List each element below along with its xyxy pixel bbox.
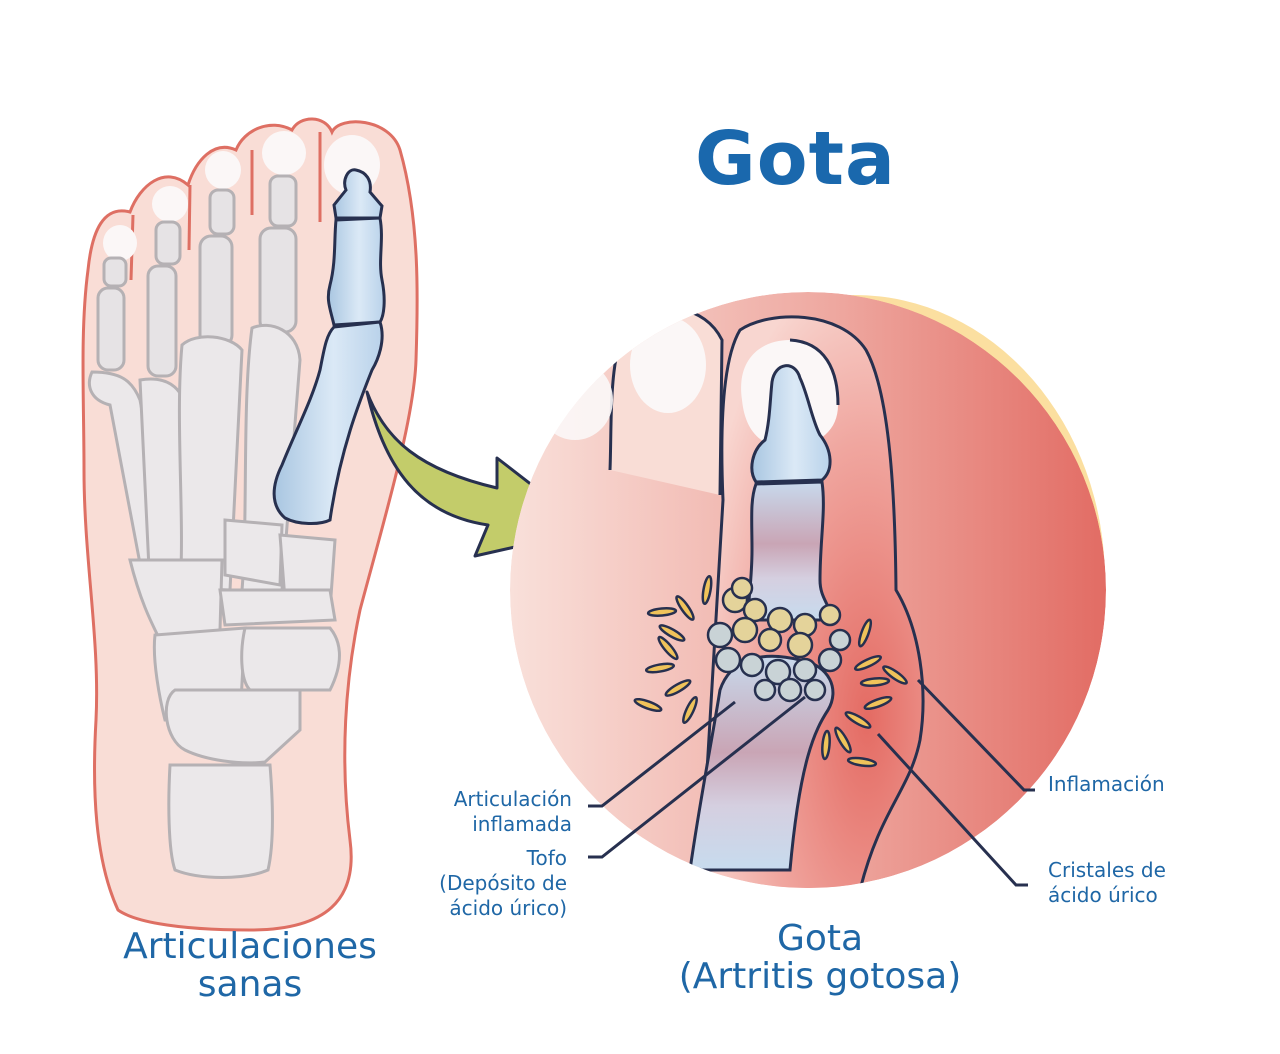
callout-inflamed-joint-line2: inflamada <box>472 812 572 836</box>
caption-gout: Gota (Artritis gotosa) <box>610 920 1030 996</box>
page-title: Gota <box>695 116 896 202</box>
caption-gout-line2: (Artritis gotosa) <box>678 956 962 997</box>
callout-inflamed-joint-line1: Articulación <box>453 787 572 811</box>
callout-crystals-line2: ácido úrico <box>1048 883 1158 907</box>
caption-healthy-line2: sanas <box>197 964 303 1005</box>
caption-gout-line1: Gota <box>776 918 864 959</box>
healthy-foot-icon <box>81 117 419 932</box>
callout-inflammation: Inflamación <box>1048 772 1165 796</box>
callout-tophus-line3: ácido úrico) <box>449 896 567 920</box>
callout-crystals: Cristales de ácido úrico <box>1048 858 1268 908</box>
caption-healthy-line1: Articulaciones <box>123 926 377 967</box>
tophus-deposit-icon <box>706 576 852 703</box>
gout-toe-icon <box>510 292 1106 888</box>
uric-acid-crystals-icon <box>633 574 908 768</box>
caption-healthy-joints: Articulaciones sanas <box>60 928 440 1004</box>
callout-tophus: Tofo (Depósito de ácido úrico) <box>380 846 567 921</box>
callout-tophus-line2: (Depósito de <box>439 871 567 895</box>
callout-inflamed-joint: Articulación inflamada <box>380 787 572 837</box>
callout-tophus-line1: Tofo <box>526 846 567 870</box>
callout-crystals-line1: Cristales de <box>1048 858 1166 882</box>
callout-leader-lines <box>588 678 1035 887</box>
